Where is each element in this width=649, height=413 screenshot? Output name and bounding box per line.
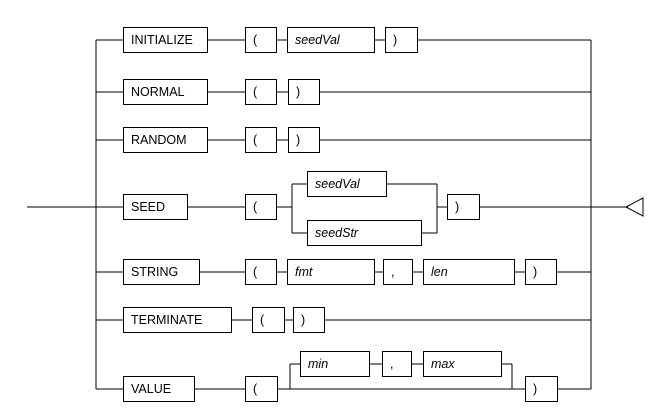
node-terminate-close-paren[interactable]: ) <box>293 307 325 333</box>
node-normal-keyword[interactable]: NORMAL <box>123 79 208 105</box>
node-string-comma[interactable]: , <box>383 259 413 285</box>
node-initialize-keyword[interactable]: INITIALIZE <box>123 27 208 53</box>
node-string-fmt[interactable]: fmt <box>287 259 375 285</box>
exit-arrowhead <box>624 197 644 217</box>
node-value-comma[interactable]: , <box>382 351 412 377</box>
node-seed-seedval[interactable]: seedVal <box>307 171 387 197</box>
node-value-max[interactable]: max <box>423 351 502 377</box>
node-terminate-keyword[interactable]: TERMINATE <box>123 307 232 333</box>
node-value-min[interactable]: min <box>300 351 370 377</box>
node-seed-keyword[interactable]: SEED <box>123 194 188 220</box>
node-random-keyword[interactable]: RANDOM <box>123 127 208 153</box>
node-normal-close-paren[interactable]: ) <box>288 79 320 105</box>
node-initialize-close-paren[interactable]: ) <box>385 27 418 53</box>
node-value-open-paren[interactable]: ( <box>245 376 278 402</box>
node-normal-open-paren[interactable]: ( <box>245 79 277 105</box>
node-seed-close-paren[interactable]: ) <box>447 194 480 220</box>
node-value-close-paren[interactable]: ) <box>525 376 558 402</box>
node-seed-seedstr[interactable]: seedStr <box>307 220 422 246</box>
node-value-keyword[interactable]: VALUE <box>123 376 195 402</box>
node-string-open-paren[interactable]: ( <box>245 259 277 285</box>
node-initialize-open-paren[interactable]: ( <box>245 27 277 53</box>
node-string-len[interactable]: len <box>423 259 515 285</box>
node-initialize-seedval[interactable]: seedVal <box>287 27 375 53</box>
node-string-keyword[interactable]: STRING <box>123 259 200 285</box>
node-terminate-open-paren[interactable]: ( <box>252 307 285 333</box>
node-string-close-paren[interactable]: ) <box>525 259 557 285</box>
node-random-open-paren[interactable]: ( <box>245 127 277 153</box>
node-random-close-paren[interactable]: ) <box>288 127 320 153</box>
node-seed-open-paren[interactable]: ( <box>245 194 277 220</box>
